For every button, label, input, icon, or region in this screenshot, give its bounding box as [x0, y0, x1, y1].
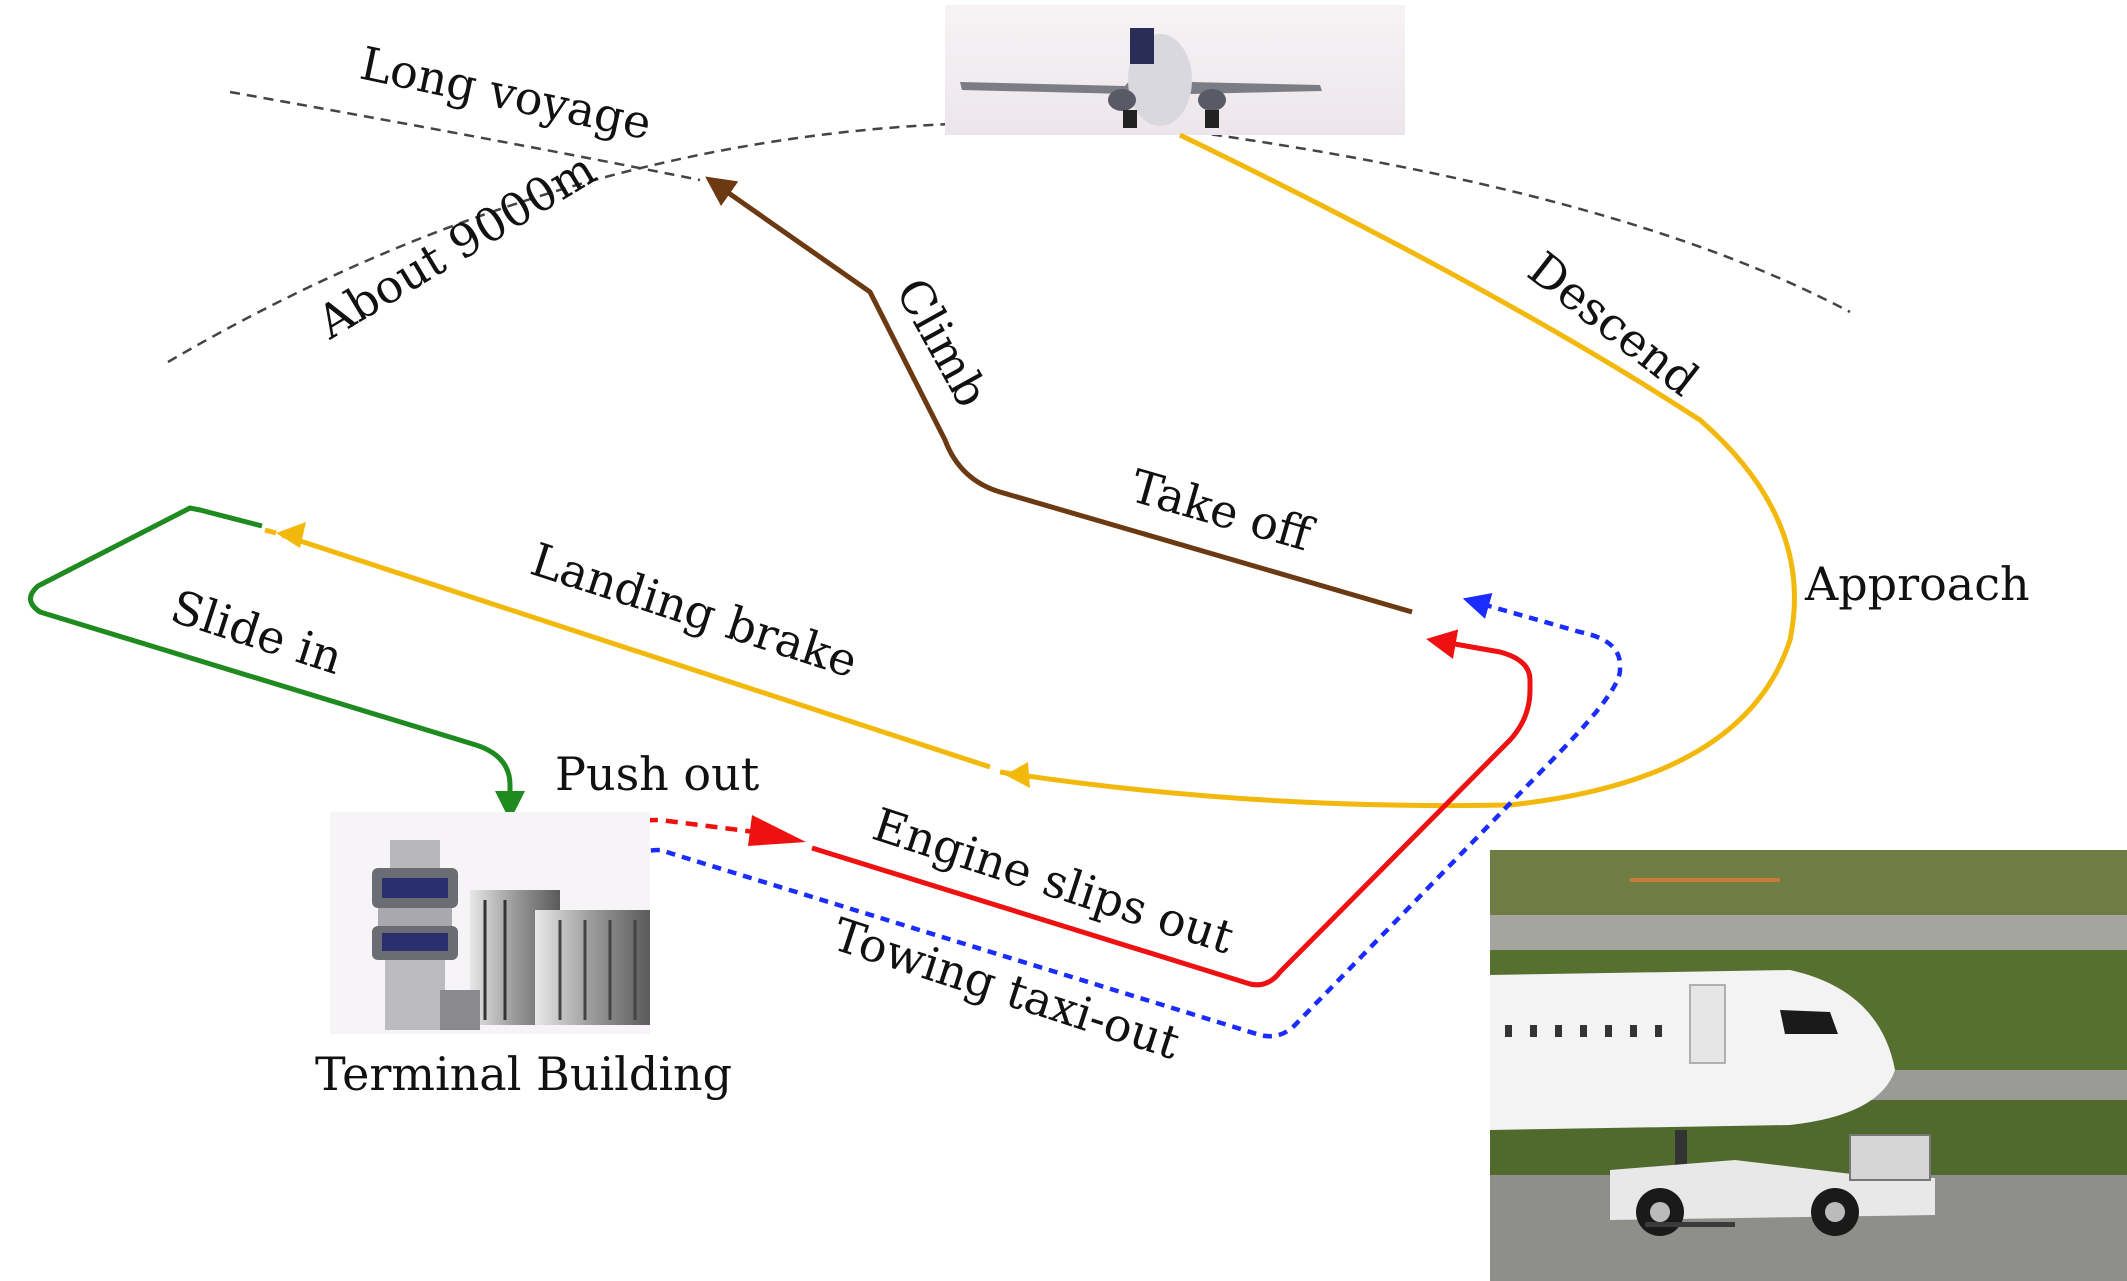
label-landing-brake: Landing brake — [525, 532, 864, 688]
climb-path — [705, 176, 1413, 615]
landing-brake-tail — [264, 527, 277, 536]
landing-brake-path — [281, 532, 991, 770]
terminal-building-icon — [330, 812, 650, 1034]
airplane-photo — [945, 5, 1405, 135]
label-long-voyage: Long voyage — [356, 36, 656, 150]
label-climb: Climb — [885, 269, 999, 416]
descend-approach-path — [999, 132, 1797, 809]
label-take-off: Take off — [1125, 459, 1321, 563]
landing-brake-arrowhead — [276, 522, 306, 548]
label-altitude: About 9000m — [307, 142, 605, 350]
label-terminal-building: Terminal Building — [315, 1047, 732, 1101]
slide-in-path — [28, 505, 525, 821]
landing-arrowhead — [1005, 762, 1030, 788]
push-out-arrowhead — [748, 815, 806, 846]
label-descend: Descend — [1518, 241, 1709, 407]
label-push-out: Push out — [555, 747, 760, 801]
towing-tug-photo — [1490, 850, 2127, 1281]
long-voyage-dashed-line — [229, 90, 701, 182]
engine-slips-out-path — [811, 629, 1533, 988]
label-slide-in: Slide in — [165, 579, 350, 685]
label-approach: Approach — [1804, 557, 2030, 611]
